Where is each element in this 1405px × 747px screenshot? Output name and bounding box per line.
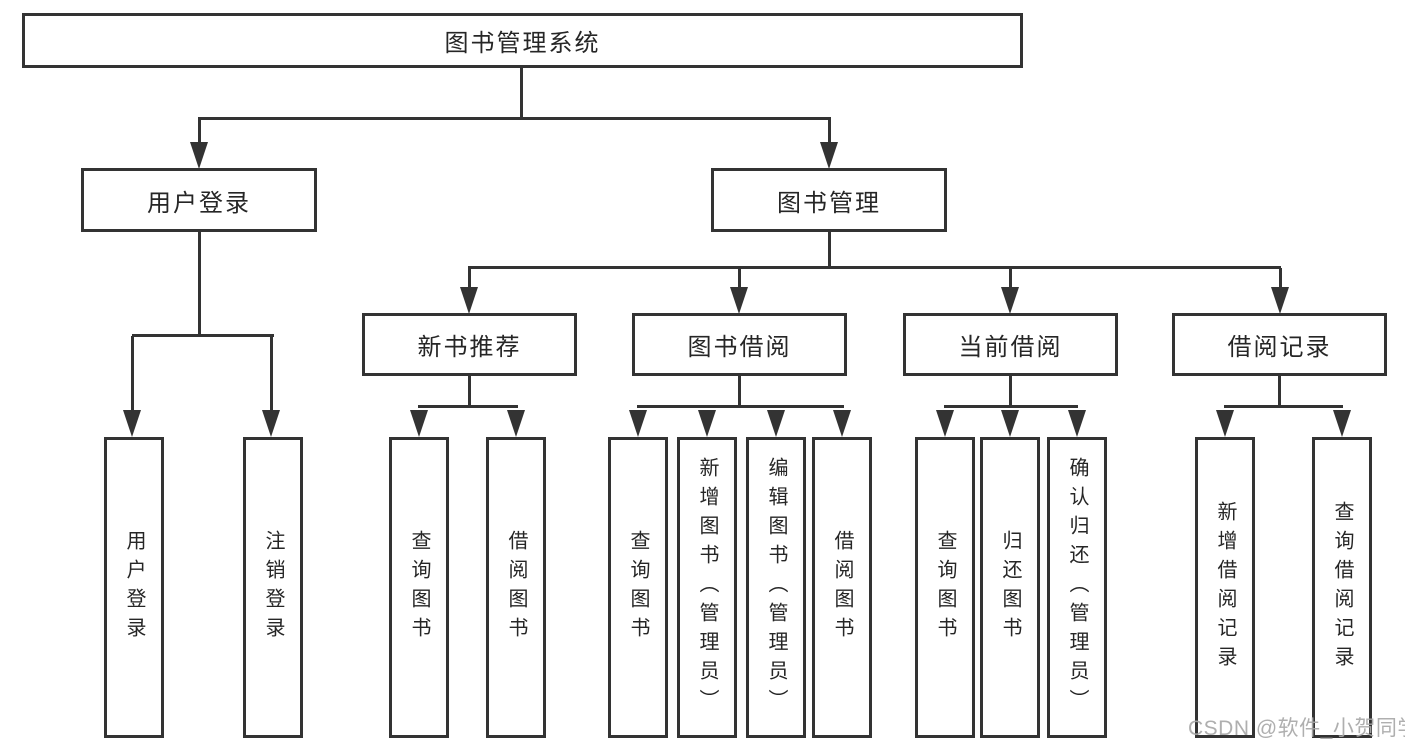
node-label: 归还图书 [999, 529, 1021, 646]
node-label: 当前借阅 [958, 334, 1063, 361]
arrowhead-down-icon [1271, 287, 1289, 314]
node-label: 查询图书 [408, 529, 430, 646]
node-new-book-recommend: 新书推荐 [362, 313, 577, 376]
leaf-borrow-books-borrowing: 借阅图书 [812, 437, 872, 738]
connector-drop-leaf [131, 336, 134, 412]
connector-user-login-rail [132, 334, 274, 337]
connector-book-borrow-stem [738, 375, 741, 407]
connector-borrow-record-rail [1224, 405, 1343, 408]
node-label: 图书管理 [777, 189, 881, 217]
node-label: 借阅图书 [831, 529, 853, 646]
arrowhead-down-icon [1068, 410, 1086, 437]
connector-book-borrow-rail [637, 405, 844, 408]
connector-drop-book-management [828, 119, 831, 144]
node-label: 用户登录 [123, 529, 145, 646]
arrowhead-down-icon [190, 142, 208, 169]
node-label: 借阅记录 [1227, 334, 1332, 361]
arrowhead-down-icon [262, 410, 280, 437]
arrowhead-down-icon [730, 287, 748, 314]
connector-drop-user-login [198, 119, 201, 144]
arrowhead-down-icon [460, 287, 478, 314]
leaf-add-book-admin: 新增图书（管理员） [677, 437, 737, 738]
leaf-user-login: 用户登录 [104, 437, 164, 738]
arrowhead-down-icon [507, 410, 525, 437]
leaf-query-books-current: 查询图书 [915, 437, 975, 738]
node-label: 确认归还（管理员） [1066, 457, 1088, 718]
watermark: CSDN @软件_小贺同学 [1188, 717, 1405, 740]
arrowhead-down-icon [123, 410, 141, 437]
connector-drop-current-borrow [1009, 268, 1012, 289]
leaf-query-books-borrowing: 查询图书 [608, 437, 668, 738]
node-label: 查询图书 [934, 529, 956, 646]
leaf-edit-book-admin: 编辑图书（管理员） [746, 437, 806, 738]
node-book-management: 图书管理 [711, 168, 947, 232]
arrowhead-down-icon [1333, 410, 1351, 437]
connector-drop-borrow-record [1279, 268, 1282, 289]
arrowhead-down-icon [629, 410, 647, 437]
node-label: 新增借阅记录 [1214, 500, 1236, 675]
leaf-query-books-recommend: 查询图书 [389, 437, 449, 738]
node-label: 用户登录 [147, 189, 251, 217]
arrowhead-down-icon [1001, 287, 1019, 314]
connector-level2-rail [198, 117, 831, 120]
node-current-borrowing: 当前借阅 [903, 313, 1118, 376]
node-label: 借阅图书 [505, 529, 527, 646]
connector-borrow-record-stem [1278, 375, 1281, 407]
node-label: 图书借阅 [687, 334, 792, 361]
node-book-borrowing: 图书借阅 [632, 313, 847, 376]
leaf-confirm-return-admin: 确认归还（管理员） [1047, 437, 1107, 738]
node-root: 图书管理系统 [22, 13, 1023, 68]
arrowhead-down-icon [936, 410, 954, 437]
connector-current-borrow-stem [1009, 375, 1012, 407]
node-label: 查询借阅记录 [1331, 500, 1353, 675]
arrowhead-down-icon [410, 410, 428, 437]
connector-drop-leaf [270, 336, 273, 412]
node-borrowing-records: 借阅记录 [1172, 313, 1387, 376]
connector-level3-rail [468, 266, 1281, 269]
connector-drop-book-borrow [738, 268, 741, 289]
arrowhead-down-icon [698, 410, 716, 437]
connector-user-login-stem [198, 231, 201, 336]
connector-new-book-stem [468, 375, 471, 407]
arrowhead-down-icon [767, 410, 785, 437]
node-user-login: 用户登录 [81, 168, 317, 232]
leaf-logout: 注销登录 [243, 437, 303, 738]
leaf-add-borrow-record: 新增借阅记录 [1195, 437, 1255, 738]
connector-book-management-stem [828, 231, 831, 269]
node-label: 注销登录 [262, 529, 284, 646]
connector-root-stem [520, 68, 523, 118]
arrowhead-down-icon [820, 142, 838, 169]
arrowhead-down-icon [1216, 410, 1234, 437]
node-label: 新增图书（管理员） [696, 457, 718, 718]
connector-new-book-rail [418, 405, 518, 408]
arrowhead-down-icon [833, 410, 851, 437]
leaf-query-borrow-record: 查询借阅记录 [1312, 437, 1372, 738]
arrowhead-down-icon [1001, 410, 1019, 437]
connector-current-borrow-rail [944, 405, 1078, 408]
leaf-return-books: 归还图书 [980, 437, 1040, 738]
node-label: 新书推荐 [417, 334, 522, 361]
connector-drop-new-book [468, 268, 471, 289]
leaf-borrow-books-recommend: 借阅图书 [486, 437, 546, 738]
node-label: 编辑图书（管理员） [765, 457, 787, 718]
node-label: 图书管理系统 [444, 30, 601, 57]
node-label: 查询图书 [627, 529, 649, 646]
